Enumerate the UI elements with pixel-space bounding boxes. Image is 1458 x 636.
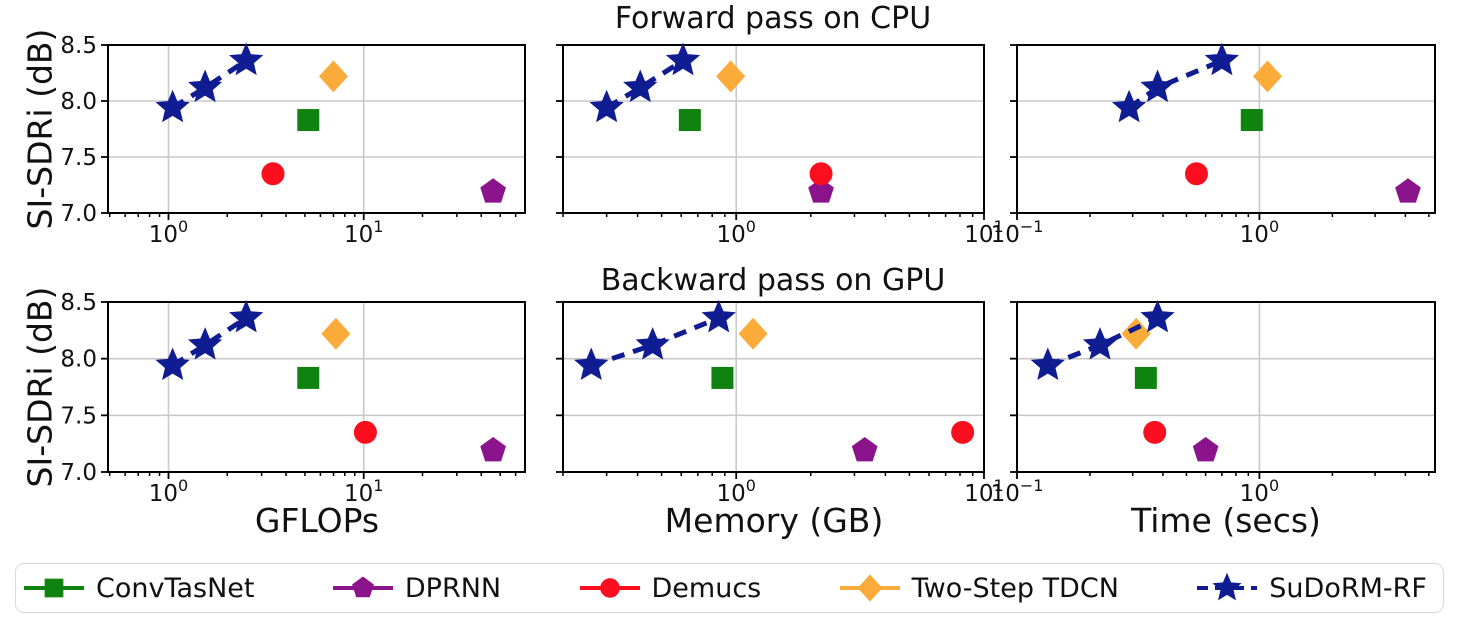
svg-text:8.0: 8.0 <box>60 347 97 373</box>
legend-item-dprnn: DPRNN <box>331 570 501 606</box>
legend-label-dprnn: DPRNN <box>404 572 502 604</box>
legend-label-two-step-tdcn: Two-Step TDCN <box>911 572 1119 604</box>
legend: ConvTasNet DPRNN Demucs Two-Step TDCN SuDoRM… <box>15 563 1444 613</box>
y-axis-label-top: SI-SDRi (dB) <box>20 28 60 230</box>
svg-text:7.5: 7.5 <box>60 403 97 429</box>
svg-text:7.0: 7.0 <box>60 201 97 227</box>
svg-text:8.0: 8.0 <box>60 89 97 115</box>
svg-text:8.5: 8.5 <box>60 33 97 59</box>
svg-text:10−1: 10−1 <box>991 476 1044 507</box>
subplot-r0-c2: 10−1 100 <box>991 42 1436 248</box>
svg-text:100: 100 <box>716 217 755 248</box>
x-axis-label-memory: Memory (GB) <box>664 501 884 540</box>
legend-item-two-step-tdcn: Two-Step TDCN <box>838 570 1119 606</box>
svg-text:100: 100 <box>149 217 188 248</box>
x-axis-label-time: Time (secs) <box>1131 501 1321 540</box>
svg-text:100: 100 <box>1240 217 1279 248</box>
svg-text:8.5: 8.5 <box>60 290 97 316</box>
y-axis-label-bottom: SI-SDRi (dB) <box>20 286 60 488</box>
svg-text:10−1: 10−1 <box>991 217 1044 248</box>
svg-text:100: 100 <box>716 476 755 507</box>
svg-text:101: 101 <box>344 217 383 248</box>
legend-item-sudorm-rf: SuDoRM-RF <box>1195 570 1427 606</box>
svg-text:101: 101 <box>964 476 1003 507</box>
legend-item-convtasnet: ConvTasNet <box>22 570 255 606</box>
svg-text:100: 100 <box>149 476 188 507</box>
svg-text:101: 101 <box>964 217 1003 248</box>
subplot-r1-c1: 100 101 <box>556 299 1004 507</box>
svg-text:100: 100 <box>1240 476 1279 507</box>
legend-label-sudorm-rf: SuDoRM-RF <box>1269 572 1427 604</box>
row-title-forward-cpu: Forward pass on CPU <box>614 1 932 36</box>
legend-label-convtasnet: ConvTasNet <box>96 572 255 604</box>
svg-text:7.0: 7.0 <box>60 460 97 486</box>
subplot-r1-c2: 10−1 100 <box>991 299 1436 507</box>
circle-marker-icon <box>579 578 640 598</box>
subplot-r1-c0: 100 101 7.0 7.5 8.0 8.5 <box>60 290 526 507</box>
diamond-marker-icon <box>839 574 900 602</box>
x-axis-label-gflops: GFLOPs <box>254 501 380 540</box>
subplot-r0-c1: 100 101 <box>556 42 1004 248</box>
square-marker-icon <box>24 578 84 598</box>
legend-item-demucs: Demucs <box>578 570 762 606</box>
svg-text:7.5: 7.5 <box>60 145 97 171</box>
svg-text:101: 101 <box>344 476 383 507</box>
subplot-r0-c0: 100 101 7.0 7.5 8.0 8.5 <box>60 33 526 248</box>
star-marker-icon <box>1197 572 1258 601</box>
row-title-backward-gpu: Backward pass on GPU <box>600 263 946 298</box>
pentagon-marker-icon <box>332 576 393 598</box>
legend-label-demucs: Demucs <box>651 572 762 604</box>
